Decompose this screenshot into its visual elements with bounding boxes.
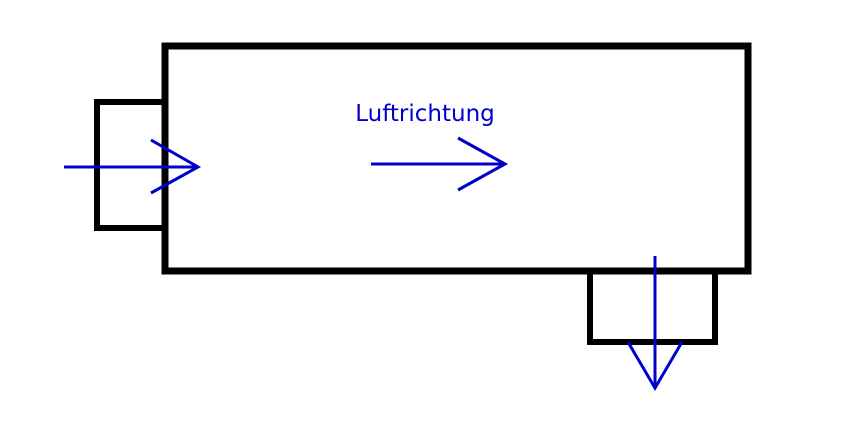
air-direction-label: Luftrichtung: [355, 101, 495, 127]
air-direction-arrow: [371, 136, 509, 192]
inlet-box: [94, 99, 168, 231]
main-housing: [161, 42, 752, 275]
outlet-box: [587, 268, 718, 345]
inlet-arrow: [64, 138, 202, 195]
outlet-arrow: [626, 256, 684, 391]
